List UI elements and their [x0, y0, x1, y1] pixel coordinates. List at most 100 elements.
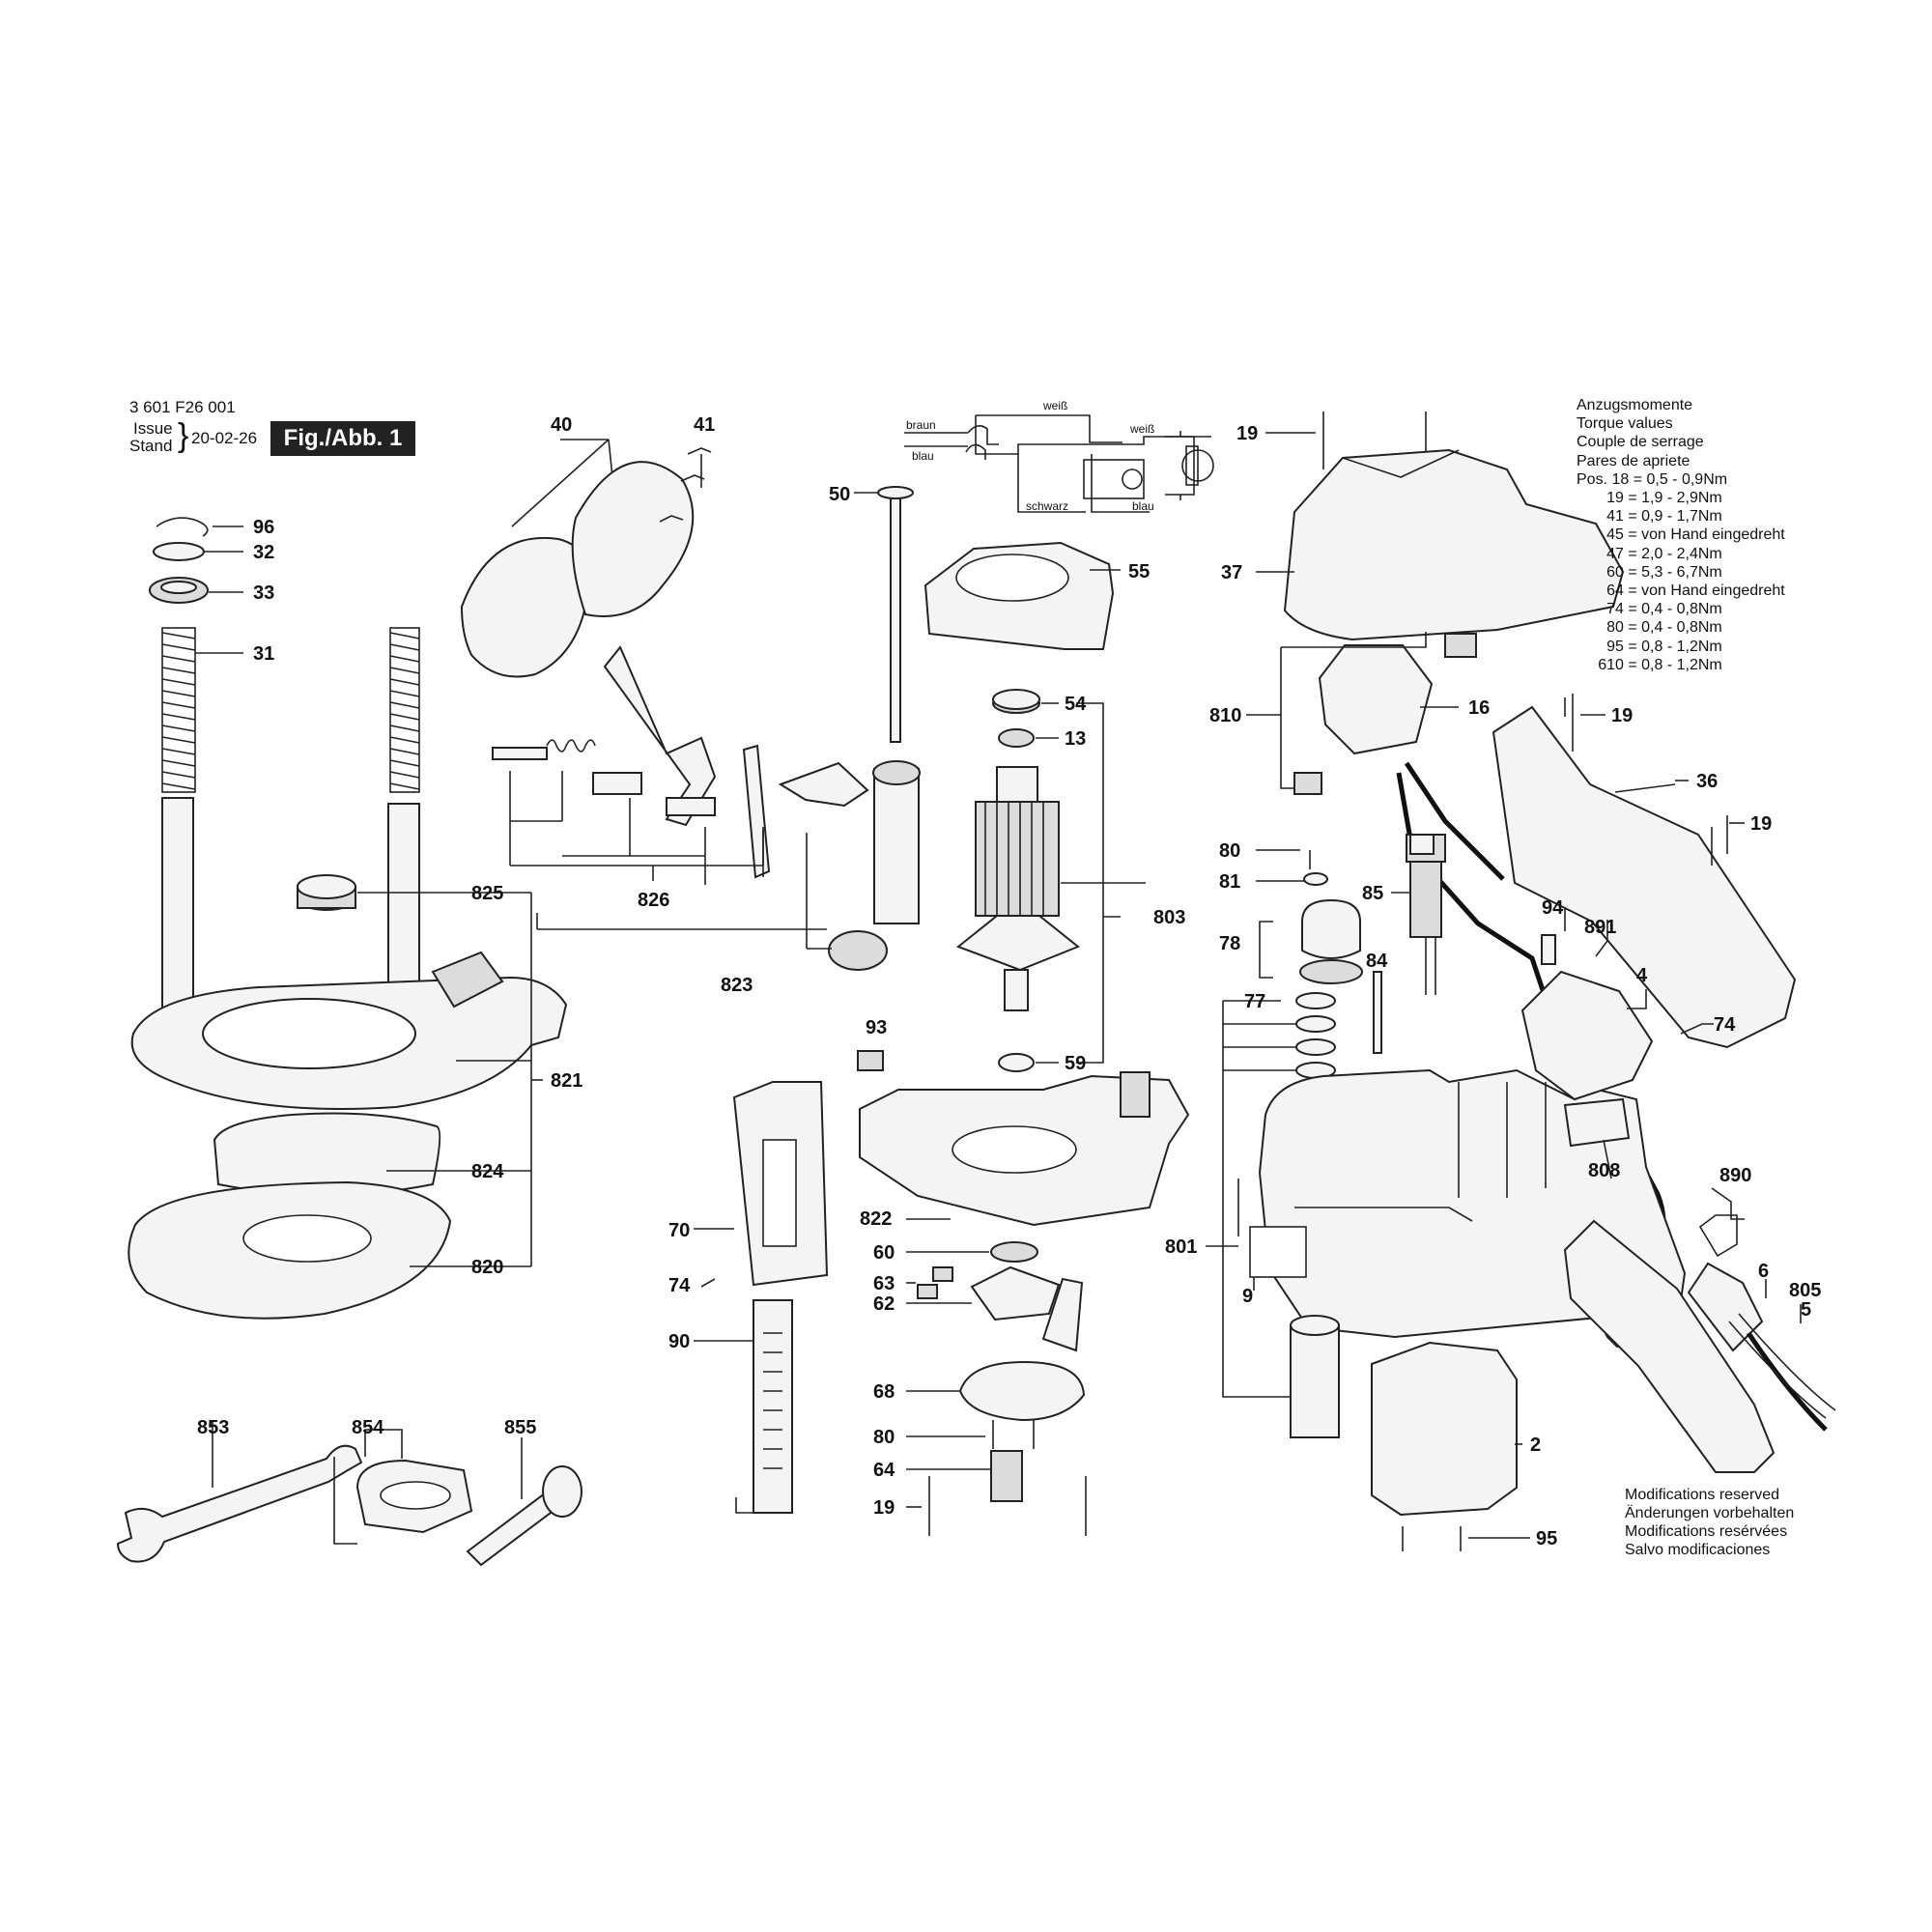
label-826: 826 — [638, 890, 669, 911]
top-cover-37 — [1283, 448, 1625, 641]
depth-stop-knob — [828, 930, 888, 971]
label-808: 808 — [1588, 1160, 1620, 1181]
label-4: 4 — [1636, 965, 1648, 986]
torque-entry: 60 = 5,3 - 6,7Nm — [1577, 563, 1722, 581]
label-78: 78 — [1219, 933, 1240, 954]
handle-cover — [571, 461, 695, 617]
label-70: 70 — [668, 1220, 690, 1241]
armature-803 — [975, 801, 1060, 917]
label-95: 95 — [1536, 1528, 1557, 1549]
label-821: 821 — [551, 1070, 582, 1092]
cable-sleeve-6 — [1687, 1262, 1764, 1352]
label-16: 16 — [1468, 697, 1490, 719]
handle-base — [1563, 1219, 1776, 1473]
label-93: 93 — [866, 1017, 887, 1038]
label-77: 77 — [1244, 991, 1265, 1012]
torque-entry: 64 = von Hand eingedreht — [1577, 582, 1785, 600]
rod-84 — [1373, 971, 1382, 1054]
wire-schwarz: schwarz — [1026, 499, 1068, 513]
label-80-right: 80 — [1219, 840, 1240, 862]
label-820: 820 — [471, 1257, 503, 1278]
label-6: 6 — [1758, 1261, 1769, 1282]
stand-label: Stand — [129, 437, 173, 455]
label-62: 62 — [873, 1293, 895, 1315]
torque-values-table: Anzugsmomente Torque values Couple de se… — [1577, 396, 1785, 674]
bearing-13 — [998, 728, 1035, 748]
wire-weiss-right: weiß — [1129, 422, 1154, 436]
label-36: 36 — [1696, 771, 1718, 792]
label-31: 31 — [253, 643, 274, 665]
torque-title-de: Anzugsmomente — [1577, 397, 1693, 413]
document-number: 3 601 F26 001 — [129, 398, 236, 416]
spring-63 — [932, 1266, 953, 1282]
label-801: 801 — [1165, 1236, 1197, 1258]
modifications-note: Modifications reserved Änderungen vorbeh… — [1625, 1486, 1794, 1559]
label-810: 810 — [1209, 705, 1241, 726]
depth-scale-group — [694, 1081, 829, 1514]
field-stator-2 — [1371, 1341, 1518, 1517]
label-890: 890 — [1719, 1165, 1751, 1186]
depth-stop-housing — [873, 768, 920, 924]
label-81: 81 — [1219, 871, 1240, 893]
label-805: 805 — [1789, 1280, 1821, 1301]
label-59: 59 — [1065, 1053, 1086, 1074]
torque-entry: 45 = von Hand eingedreht — [1577, 526, 1785, 544]
label-50: 50 — [829, 484, 850, 505]
switch-85 — [1409, 855, 1442, 938]
motor-housing-group — [1206, 412, 1836, 1551]
label-80-center: 80 — [873, 1427, 895, 1448]
label-2: 2 — [1530, 1435, 1541, 1456]
label-855: 855 — [504, 1417, 536, 1438]
torque-entry: 47 = 2,0 - 2,4Nm — [1577, 545, 1722, 562]
torque-entry: Pos. 18 = 0,5 - 0,9Nm — [1577, 470, 1728, 488]
washer-32 — [153, 542, 205, 561]
torque-entry: 41 = 0,9 - 1,7Nm — [1577, 508, 1722, 526]
nut-64 — [990, 1450, 1023, 1502]
torque-entry: 74 = 0,4 - 0,8Nm — [1577, 601, 1722, 618]
torque-entry: 610 = 0,8 - 1,2Nm — [1577, 656, 1722, 673]
modifications-en: Modifications reserved — [1625, 1487, 1780, 1503]
label-824: 824 — [471, 1161, 504, 1182]
wire-blau-left: blau — [912, 449, 934, 463]
armature-group — [854, 486, 1190, 1536]
wire-blau-bottom: blau — [1132, 499, 1154, 513]
label-40: 40 — [551, 414, 572, 436]
depth-scale-90 — [753, 1299, 793, 1514]
label-94: 94 — [1542, 897, 1564, 919]
lock-lever — [603, 645, 717, 827]
wrench-853 — [116, 1444, 363, 1563]
issue-date: 20-02-26 — [191, 429, 258, 447]
label-74-right: 74 — [1714, 1014, 1736, 1036]
handle-shell-36 — [1492, 705, 1797, 1049]
figure-label: Fig./Abb. 1 — [270, 421, 415, 456]
label-19-top: 19 — [1236, 423, 1258, 444]
label-9 — [1249, 1226, 1307, 1278]
dust-port — [431, 951, 504, 1009]
label-55: 55 — [1128, 561, 1150, 582]
ring-59 — [998, 1053, 1035, 1072]
label-32: 32 — [253, 542, 274, 563]
label-808 — [1563, 1097, 1631, 1148]
torque-title-fr: Couple de serrage — [1577, 434, 1704, 451]
plunge-base-assembly — [128, 517, 568, 1320]
modifications-fr: Modifications resérvées — [1625, 1523, 1788, 1540]
label-822: 822 — [860, 1208, 892, 1230]
clip-93 — [857, 1050, 884, 1071]
fan-gear — [956, 915, 1080, 972]
accessories — [116, 1422, 582, 1567]
electronic-module-4 — [1520, 970, 1654, 1101]
wiring-diagram — [904, 414, 1214, 513]
label-19-right: 19 — [1611, 705, 1633, 726]
nut-60 — [990, 1241, 1038, 1263]
spring-right — [389, 627, 420, 793]
label-64: 64 — [873, 1460, 895, 1481]
label-803: 803 — [1153, 907, 1185, 928]
torque-entry: 19 = 1,9 - 2,9Nm — [1577, 490, 1722, 507]
label-823: 823 — [721, 975, 753, 996]
part-94 — [1541, 934, 1556, 965]
column-left — [161, 797, 194, 1023]
label-54: 54 — [1065, 694, 1087, 715]
handle-knob-40 — [460, 536, 590, 678]
brace: } — [178, 417, 189, 454]
